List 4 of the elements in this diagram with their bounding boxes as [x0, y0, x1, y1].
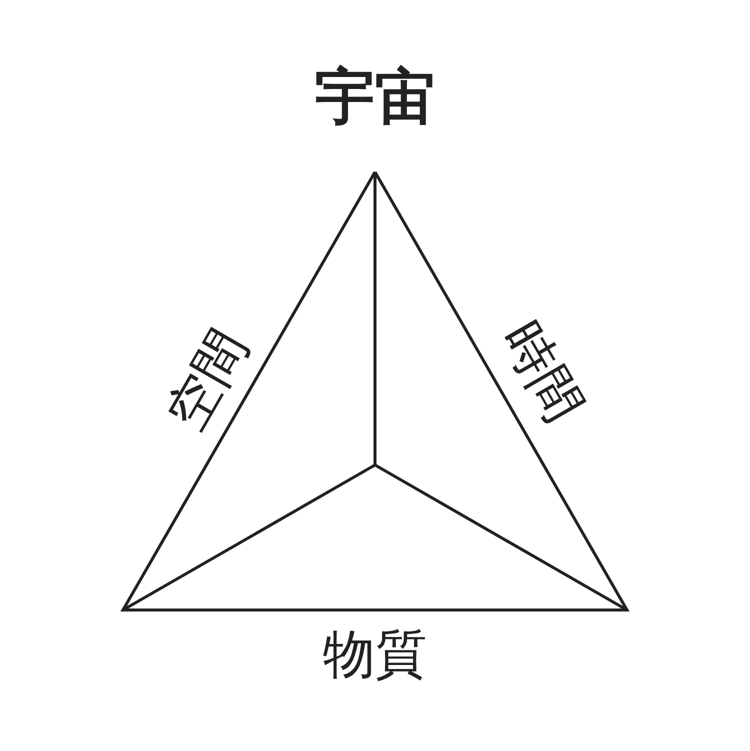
- side-label: 空間: [159, 322, 257, 438]
- base-label: 物質: [323, 629, 427, 681]
- side-label: 時間: [493, 314, 591, 430]
- title: 宇宙: [315, 67, 435, 127]
